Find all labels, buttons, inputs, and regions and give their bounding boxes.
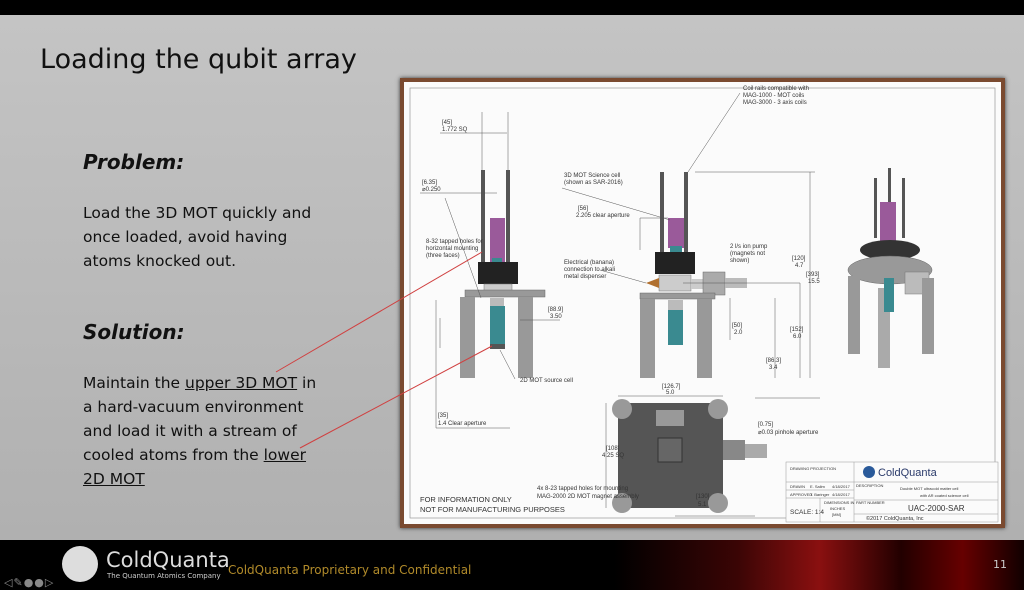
drawing-label: ColdQuanta	[878, 467, 938, 479]
drawing-label: [MM]	[832, 512, 841, 517]
lower-2d-mot-link: lower 2D MOT	[83, 446, 307, 488]
menu-icon[interactable]: ●	[23, 576, 35, 589]
drawing-label: [86.3]	[766, 358, 781, 364]
drawing-label: [0.75]	[758, 422, 773, 428]
drawing-label: DIMENSIONS IN	[824, 500, 855, 505]
drawing-label: [50]	[732, 323, 742, 329]
drawing-label: MAG-1000 - MOT coils	[743, 93, 804, 99]
drawing-label: ⌀0.03 pinhole aperture	[758, 430, 819, 436]
source-cell	[490, 306, 505, 346]
problem-heading: Problem:	[83, 150, 185, 174]
drawing-label: DRAWN	[790, 484, 805, 489]
drawing-label: 5.0	[666, 390, 675, 396]
solution-text: Maintain the upper 3D MOT in a hard-vacu…	[83, 371, 328, 491]
drawing-label: 4.25 SQ	[602, 453, 624, 459]
drawing-label: [56]	[578, 206, 588, 212]
drawing-label: Electrical (banana)	[564, 260, 614, 266]
drawing-label: [152]	[790, 327, 804, 333]
pen-icon[interactable]: ✎	[13, 576, 24, 589]
drawing-label: E. Salim	[810, 484, 826, 489]
upper-3d-mot-link: upper 3D MOT	[185, 374, 298, 392]
drawing-label: 2.0	[734, 330, 743, 336]
drawing-label: 15.5	[808, 279, 820, 285]
drawing-label: MAG-3000 - 3 axis coils	[743, 100, 807, 106]
drawing-label: APPROVED	[790, 492, 812, 497]
problem-text: Load the 3D MOT quickly and once loaded,…	[83, 204, 312, 270]
drawing-label: connection to alkali	[564, 267, 615, 273]
drawing-label: [120]	[792, 256, 806, 262]
drawing-label: [6.35]	[422, 180, 437, 186]
drawing-label: (shown as SAR-2016)	[564, 180, 623, 186]
science-cell	[490, 218, 505, 262]
prev-icon[interactable]: ◁	[4, 576, 14, 589]
coldquanta-logo-icon	[62, 546, 98, 582]
drawing-label: with AR coated science cell	[920, 493, 969, 498]
drawing-label: 1.4 Clear aperture	[438, 421, 487, 427]
drawing-label: (three faces)	[426, 253, 460, 259]
drawing-label: [35]	[438, 413, 448, 419]
drawing-label: 4x 8-23 tapped holes for mounting	[537, 486, 628, 492]
drawing-label: INCHES	[830, 506, 845, 511]
drawing-label: [88.9]	[548, 307, 563, 313]
footer-tagline: The Quantum Atomics Company	[107, 572, 221, 580]
drawing-label: 2D MOT source cell	[520, 378, 573, 384]
slide-footer	[0, 540, 1024, 590]
drawing-label: 1.772 SQ	[442, 127, 468, 133]
drawing-label: NOT FOR MANUFACTURING PURPOSES	[420, 505, 565, 514]
drawing-label: [126.7]	[662, 384, 681, 390]
drawing-label: 4/18/2017	[832, 492, 851, 497]
drawing-label: PART NUMBER	[856, 500, 885, 505]
drawing-label: DRAWING PROJECTION	[790, 466, 836, 471]
drawing-label: 3.4	[769, 365, 778, 371]
drawing-label: Coil rails compatible with	[743, 86, 809, 92]
drawing-label: FOR INFORMATION ONLY	[420, 495, 512, 504]
dimension-labels: [45]1.772 SQ [6.35]⌀0.250 8-32 tapped ho…	[420, 86, 820, 514]
drawing-label: ©2017 ColdQuanta, Inc	[866, 515, 924, 522]
drawing-label: 8-32 tapped holes for	[426, 239, 483, 245]
front-view-middle	[639, 172, 747, 378]
drawing-label: 3D MOT Science cell	[564, 173, 620, 179]
drawing-label: [130]	[696, 494, 710, 500]
drawing-label: metal dispenser	[564, 274, 606, 280]
drawing-label: T. Baringer	[810, 492, 830, 497]
drawing-label: DESCRIPTION	[856, 483, 883, 488]
drawing-label: 5.1	[698, 502, 707, 508]
confidential-notice: ColdQuanta Proprietary and Confidential	[228, 563, 472, 577]
drawing-label: [45]	[442, 120, 452, 126]
drawing-label: [108]	[606, 446, 620, 452]
technical-drawing: [45]1.772 SQ [6.35]⌀0.250 8-32 tapped ho…	[400, 78, 1005, 528]
drawing-label: UAC-2000-SAR	[908, 504, 965, 513]
drawing-label: shown)	[730, 258, 749, 264]
page-number: 11	[993, 558, 1007, 571]
solution-heading: Solution:	[83, 320, 185, 344]
coldquanta-logo-icon	[863, 466, 875, 478]
drawing-label: horizontal mounting	[426, 246, 478, 252]
next-icon[interactable]: ▷	[44, 576, 55, 589]
top-view	[612, 399, 767, 513]
footer-brand: ColdQuanta	[106, 548, 230, 572]
drawing-label: [393]	[806, 272, 820, 278]
title-block-text: DRAWING PROJECTION ColdQuanta DRAWN E. Sa…	[790, 466, 969, 522]
drawing-label: 2.205 clear aperture	[576, 213, 630, 219]
isometric-view	[847, 168, 934, 368]
slide-title: Loading the qubit array	[40, 44, 357, 75]
drawing-label: Double MOT ultracold matter cell	[900, 486, 959, 491]
drawing-label: 4/18/2017	[832, 484, 851, 489]
drawing-label: 3.50	[550, 314, 562, 320]
solution-text-part: in a hard-vacuum environment and load it…	[83, 374, 317, 464]
drawing-label: SCALE: 1:4	[790, 509, 824, 516]
drawing-label: ⌀0.250	[422, 187, 441, 193]
drawing-label: 2 l/s ion pump	[730, 244, 768, 250]
solution-text-part: Maintain the	[83, 374, 185, 392]
title-block	[785, 461, 999, 523]
play-icon[interactable]: ●	[34, 576, 45, 589]
drawing-label: 4.7	[795, 263, 804, 269]
drawing-label: 6.0	[793, 334, 802, 340]
drawing-label: MAG-2000 2D MOT magnet assembly	[537, 494, 639, 500]
drawing-label: (magnets not	[730, 251, 765, 257]
slideshow-nav: ◁✎●●▷	[4, 576, 54, 589]
